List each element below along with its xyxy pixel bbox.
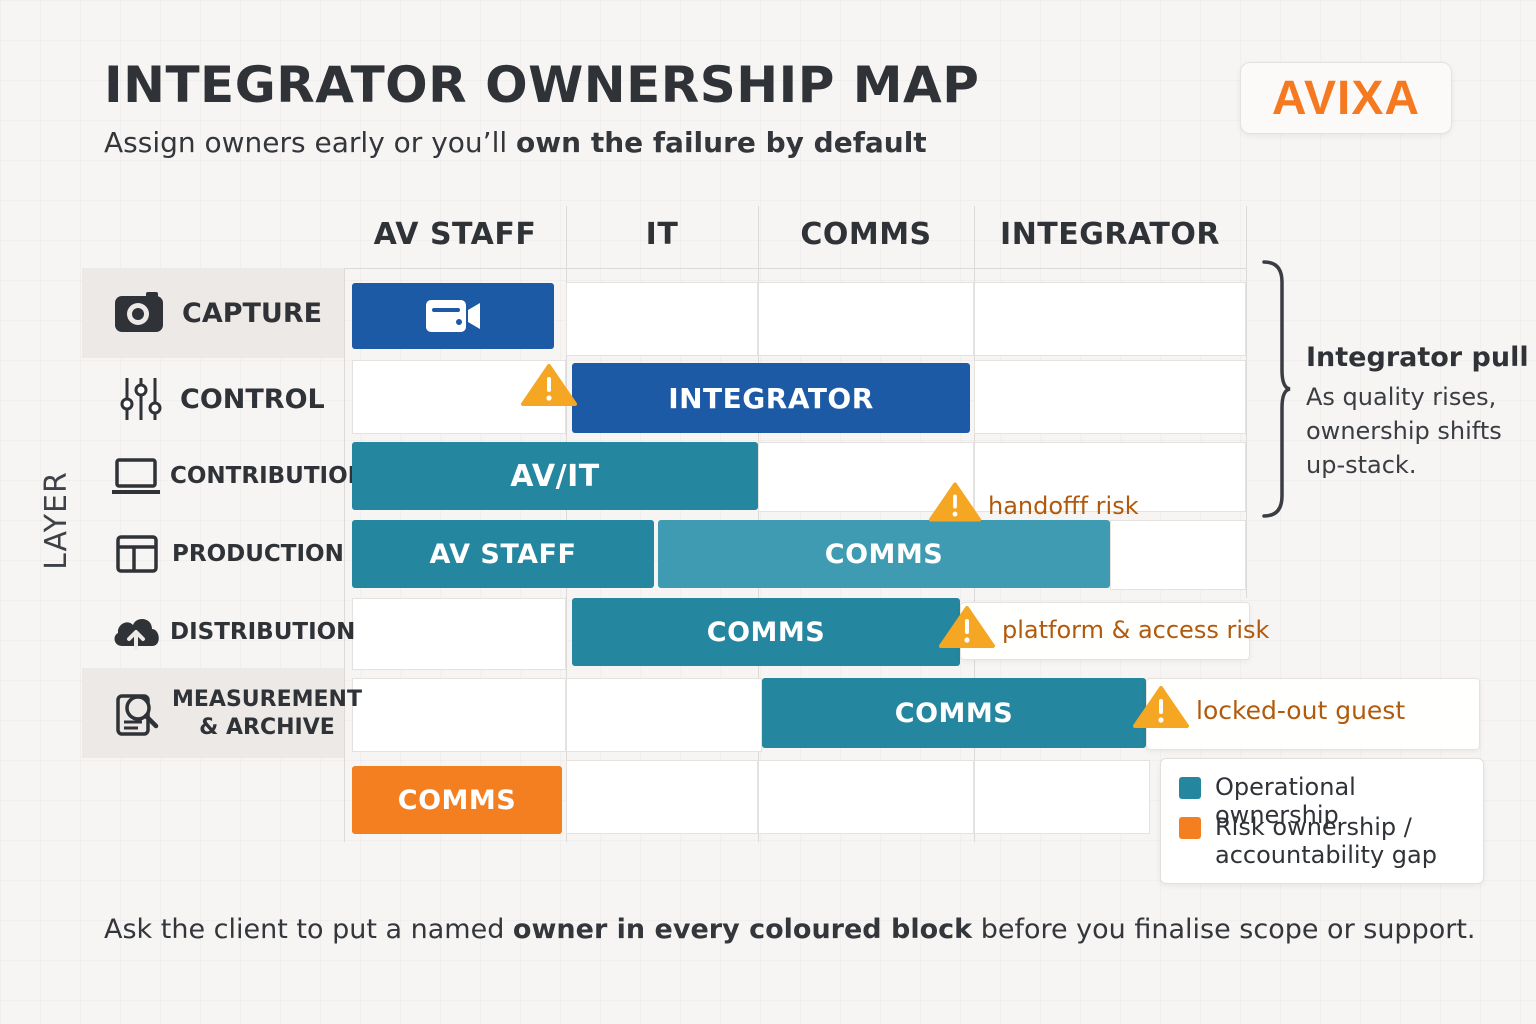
footer-emphasis: owner in every coloured block: [512, 914, 973, 945]
layout-icon: [116, 535, 158, 573]
column-header-it: IT: [645, 216, 679, 252]
risk-label-platform: platform & access risk: [1002, 616, 1270, 644]
warning-icon: [521, 364, 577, 406]
column-header-av-staff: AV STAFF: [373, 216, 537, 252]
row-label-production: PRODUCTION: [114, 530, 344, 578]
column-header-comms: COMMS: [800, 216, 932, 252]
cloud-upload-icon: [114, 619, 159, 650]
avixa-logo: AVIXA: [1240, 62, 1452, 134]
subtitle-emphasis: own the failure by default: [516, 126, 927, 159]
layer-axis-text: LAYER: [38, 470, 74, 570]
row-label-text: PRODUCTION: [172, 541, 344, 567]
grid-cell: [352, 678, 566, 752]
legend-text-group: Risk ownership / accountability gap: [1215, 813, 1437, 869]
legend-text: Operational ownership: [1215, 773, 1356, 829]
footer-note: Ask the client to put a named owner in e…: [104, 914, 1476, 945]
row-label-text: DISTRIBUTION: [170, 619, 356, 645]
grid-cell: [974, 442, 1246, 512]
grid-cell: [974, 282, 1246, 356]
risk-callout-guest: [1146, 678, 1480, 750]
grid-cell: [974, 760, 1150, 834]
row-label-text: & ARCHIVE: [199, 715, 335, 740]
legend: Operational ownership Risk ownership / a…: [1160, 758, 1484, 884]
camera-icon: [115, 292, 163, 332]
warning-icon: [928, 482, 982, 522]
footer-suffix: before you finalise scope or support.: [972, 914, 1476, 945]
row-label-text-group: MEASUREMENT & ARCHIVE: [172, 686, 362, 742]
block-contribution-av-it: AV/IT: [352, 442, 758, 510]
row-label-measurement-archive: MEASUREMENT & ARCHIVE: [112, 684, 362, 744]
row-label-contribution: CONTRIBUTION: [110, 452, 367, 500]
sliders-icon: [120, 378, 162, 420]
footer-prefix: Ask the client to put a named: [104, 914, 513, 945]
integrator-pull-title: Integrator pull: [1306, 342, 1529, 373]
grid-cell: [566, 282, 758, 356]
laptop-icon: [112, 458, 160, 494]
block-capture-av-staff: [352, 283, 554, 349]
warning-icon: [1133, 686, 1189, 728]
row-label-text: MEASUREMENT: [172, 687, 362, 712]
grid-cell: [566, 760, 758, 834]
grid-cell: [758, 442, 974, 512]
row-label-text: CONTRIBUTION: [170, 463, 367, 489]
column-header-integrator: INTEGRATOR: [1000, 216, 1220, 252]
grid-divider: [344, 268, 1246, 269]
archive-search-icon: [116, 694, 159, 736]
video-camera-icon: [426, 300, 480, 332]
legend-text: Risk ownership /: [1215, 813, 1412, 841]
block-distribution-comms: COMMS: [572, 598, 960, 666]
row-label-capture: CAPTURE: [112, 288, 322, 338]
legend-swatch-teal: [1179, 777, 1201, 799]
page-subtitle: Assign owners early or you’ll own the fa…: [104, 126, 927, 159]
legend-swatch-orange: [1179, 817, 1201, 839]
brace-icon: [1262, 260, 1291, 518]
grid-divider: [344, 268, 345, 842]
block-production-av-staff: AV STAFF: [352, 520, 654, 588]
row-label-distribution: DISTRIBUTION: [110, 608, 355, 656]
grid-cell: [352, 598, 566, 670]
row-label-control: CONTROL: [118, 374, 325, 424]
row-label-text: CONTROL: [180, 383, 325, 415]
legend-text: accountability gap: [1215, 841, 1437, 869]
subtitle-prefix: Assign owners early or you’ll: [104, 126, 517, 159]
block-comms-risk: COMMS: [352, 766, 562, 834]
block-production-comms: COMMS: [658, 520, 1110, 588]
grid-cell: [974, 360, 1246, 434]
layer-axis-label: LAYER: [28, 470, 84, 570]
grid-divider: [1246, 206, 1247, 598]
grid-cell: [1110, 520, 1246, 590]
block-control-integrator: INTEGRATOR: [572, 363, 970, 433]
page-title: INTEGRATOR OWNERSHIP MAP: [104, 56, 980, 114]
row-label-text: CAPTURE: [182, 297, 323, 329]
block-measurement-comms: COMMS: [762, 678, 1146, 748]
integrator-pull-text: As quality rises, ownership shifts up-st…: [1306, 383, 1502, 479]
risk-label-handoff: handofff risk: [988, 492, 1139, 520]
grid-cell: [566, 678, 762, 752]
grid-cell: [758, 282, 974, 356]
grid-cell: [758, 760, 974, 834]
risk-label-guest: locked-out guest: [1196, 696, 1406, 725]
risk-callout-platform: [960, 602, 1250, 660]
row-band: [82, 668, 344, 758]
legend-item-operational: Operational ownership: [1179, 773, 1483, 829]
legend-item-risk: Risk ownership / accountability gap: [1179, 813, 1437, 869]
warning-icon: [939, 606, 995, 648]
